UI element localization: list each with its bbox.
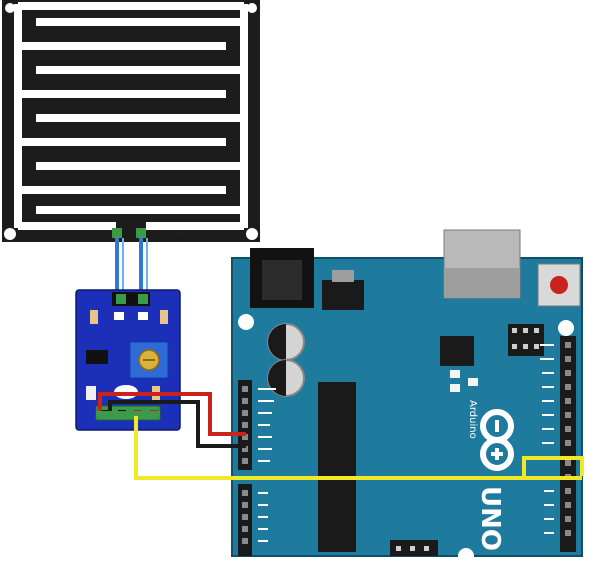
smd-resistor — [160, 310, 168, 324]
status-led — [450, 370, 460, 378]
potentiometer — [129, 341, 169, 379]
mounting-hole — [5, 3, 15, 13]
smd-resistor — [90, 310, 98, 324]
sensor-module — [75, 289, 181, 431]
microcontroller-chip — [318, 382, 356, 552]
usb-chip — [440, 336, 474, 366]
probe-wires — [115, 238, 148, 298]
mounting-hole — [4, 228, 16, 240]
vcc-wire — [98, 392, 246, 436]
smd-resistor — [138, 312, 148, 320]
interdigitated-traces — [18, 18, 244, 214]
mounting-hole — [558, 320, 574, 336]
arduino-uno-board: Arduino UNO — [231, 229, 583, 564]
uno-logo-text: UNO — [475, 486, 505, 551]
sensor-plate-label: YL-83 — [175, 228, 200, 237]
sensor-pad — [136, 228, 146, 238]
comparator-chip — [86, 350, 108, 364]
status-led — [450, 384, 460, 392]
arduino-logo — [480, 409, 514, 471]
mounting-hole — [238, 314, 254, 330]
status-led — [468, 378, 478, 386]
arduino-brand-text: Arduino — [467, 400, 478, 439]
smd-resistor — [114, 312, 124, 320]
rain-sensor-plate — [2, 0, 260, 242]
gnd-wire — [108, 400, 246, 448]
sensor-pad — [112, 228, 122, 238]
led — [86, 386, 96, 400]
mounting-hole — [247, 3, 257, 13]
mounting-hole — [246, 228, 258, 240]
signal-wire — [134, 416, 584, 480]
voltage-regulator — [322, 280, 364, 310]
